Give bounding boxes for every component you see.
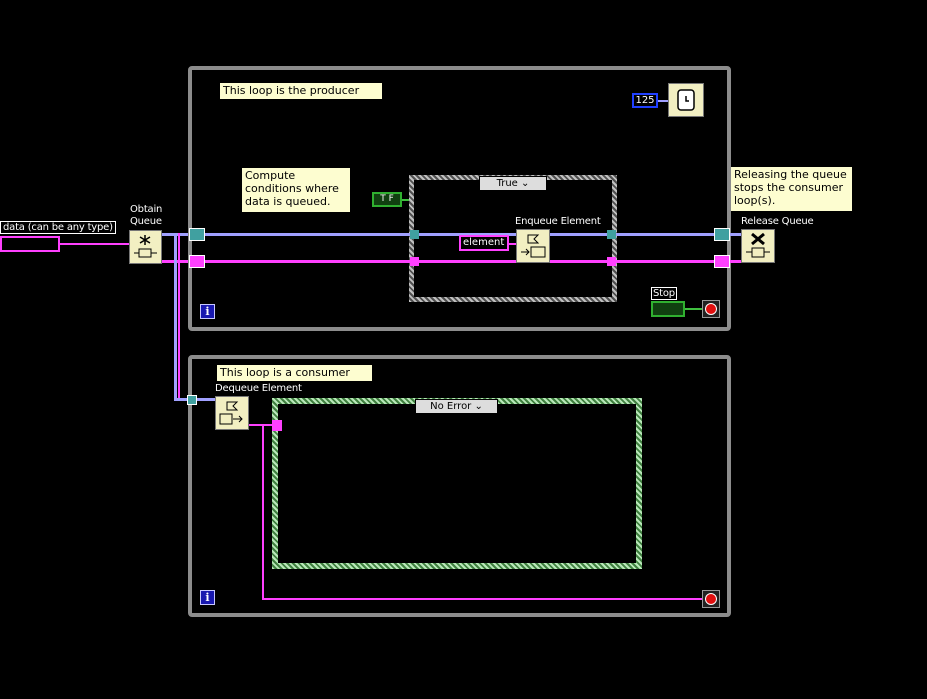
obtain-queue-icon: [134, 235, 157, 258]
release-queue-label: Release Queue: [741, 216, 814, 227]
case-tunnel-1: [410, 230, 419, 239]
case-tunnel-2: [410, 257, 419, 266]
release-wire-1: [730, 233, 742, 236]
queue-tunnel-right: [714, 228, 730, 241]
wait-wire: [658, 100, 668, 102]
element-terminal[interactable]: element: [459, 235, 509, 251]
consumer-stop-terminal[interactable]: [702, 590, 720, 608]
dequeue-element-node[interactable]: [215, 396, 249, 430]
error-tunnel-left: [189, 255, 205, 268]
stop-wire: [685, 308, 702, 310]
case-selector-no-error[interactable]: No Error ⌄: [415, 399, 498, 414]
element-wire: [509, 243, 517, 245]
producer-queue-wire: [204, 233, 719, 236]
queue-ref-wire: [162, 233, 192, 236]
data-control-label: data (can be any type): [0, 221, 116, 234]
consumer-note: This loop is a consumer loop.: [217, 365, 372, 392]
error-case-selector: [272, 420, 282, 431]
error-wire: [162, 260, 192, 263]
dequeue-error-wire: [249, 424, 273, 426]
case-selector-no-error-label: No Error: [430, 401, 472, 412]
data-wire: [60, 243, 130, 245]
producer-error-wire: [204, 260, 719, 263]
boolean-constant[interactable]: T F: [372, 192, 402, 207]
stop-label: Stop: [651, 287, 677, 300]
obtain-queue-label-2: Queue: [130, 216, 162, 227]
dequeue-element-label: Dequeue Element: [215, 383, 302, 394]
case-structure-true[interactable]: [409, 175, 617, 302]
case-selector-label: True: [496, 178, 518, 189]
producer-stop-terminal[interactable]: [702, 300, 720, 318]
consumer-queue-tunnel: [187, 395, 197, 405]
enqueue-icon: [521, 234, 546, 258]
consumer-iteration-terminal: i: [200, 590, 215, 605]
obtain-queue-node[interactable]: [129, 230, 162, 264]
producer-note: This loop is the producer loop.: [220, 83, 382, 110]
consumer-queue-wire: [197, 398, 215, 401]
bool-wire: [402, 199, 414, 201]
enqueue-element-label: Enqueue Element: [515, 216, 601, 227]
queue-tunnel-left: [189, 228, 205, 241]
case-structure-no-error[interactable]: [272, 398, 642, 569]
queue-ref-wire-to-consumer: [174, 398, 192, 401]
wait-constant[interactable]: 125: [632, 93, 658, 108]
compute-conditions-note: Compute conditions where data is queued.: [242, 168, 350, 212]
release-note: Releasing the queue stops the consumer l…: [731, 167, 852, 211]
producer-iteration-terminal: i: [200, 304, 215, 319]
error-wire-down-pink: [178, 233, 180, 401]
consumer-error-to-stop: [262, 598, 702, 600]
case-tunnel-4: [607, 257, 616, 266]
queue-ref-wire-down: [174, 233, 177, 401]
data-control[interactable]: [0, 236, 60, 252]
obtain-queue-label: Obtain: [130, 204, 163, 215]
clock-icon: [677, 89, 695, 111]
release-wire-2: [730, 260, 742, 263]
dequeue-icon: [219, 401, 243, 425]
stop-button[interactable]: [651, 301, 685, 317]
case-selector-true[interactable]: True ⌄: [479, 176, 547, 191]
close-icon: [746, 232, 770, 258]
release-queue-node[interactable]: [741, 229, 775, 263]
enqueue-element-node[interactable]: [516, 229, 550, 263]
case-tunnel-3: [607, 230, 616, 239]
consumer-error-down: [262, 424, 264, 600]
error-tunnel-right: [714, 255, 730, 268]
wait-ms-node[interactable]: [668, 83, 704, 117]
